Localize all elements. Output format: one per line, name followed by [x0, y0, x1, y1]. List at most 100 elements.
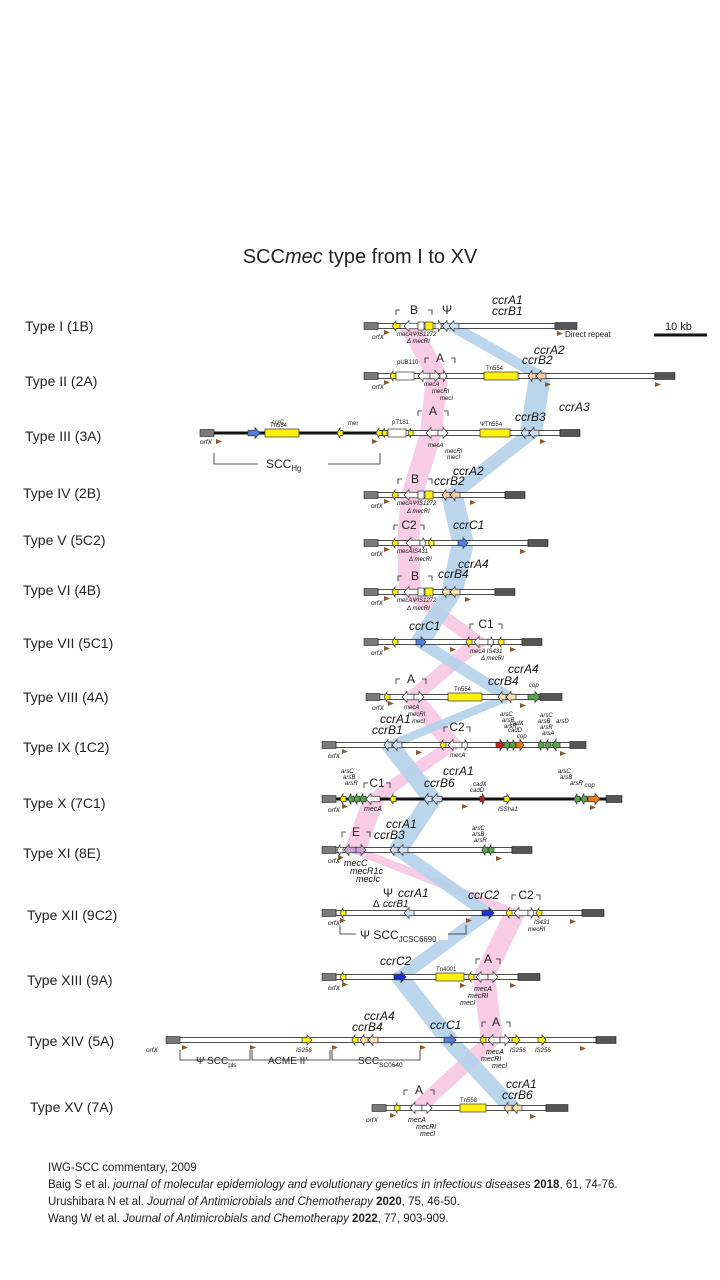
mec-class-6-bracket	[397, 575, 433, 581]
label-ccrb3-3: ccrB3	[515, 410, 546, 424]
ccrb4-14	[359, 1033, 369, 1047]
orfx-13	[321, 973, 337, 981]
orfx-9	[321, 741, 337, 749]
dr-12a	[340, 918, 346, 923]
label-tn554-2: Tn554	[486, 366, 504, 372]
label-ccrb4-8: ccrB4	[488, 674, 519, 688]
type-label-7: Type VII (5C1)	[23, 635, 113, 651]
label-orfx-1: orfX	[372, 334, 385, 341]
label-ccrb2-2: ccrB2	[522, 353, 553, 367]
ref-3-journal: Journal of Antimicrobials and Chemothera…	[147, 1196, 373, 1208]
mecr1-15	[421, 1101, 433, 1115]
ccrb1-12	[403, 906, 415, 920]
label-orfx-14: orfX	[146, 1047, 159, 1054]
ars-11a	[481, 844, 489, 856]
label-arsc-10b: arsC	[558, 769, 571, 775]
is431-5b	[427, 536, 435, 550]
label-ccrc1-14: ccrC1	[430, 1018, 461, 1032]
tn558-15	[459, 1103, 487, 1113]
label-meca-1: mecAΨIS1272	[397, 332, 437, 338]
tn554-2	[483, 371, 519, 381]
orfx-8	[365, 693, 381, 701]
meca-6	[403, 585, 419, 599]
label-ccra1-15: ccrA1	[506, 1077, 537, 1091]
label-ccrc2-12: ccrC2	[468, 888, 500, 902]
mec-class-9-bracket	[443, 726, 471, 732]
is1272-1	[424, 321, 434, 331]
is256-14c	[537, 1034, 547, 1046]
ref-3-plain: Urushibara N et al.	[48, 1196, 148, 1208]
acme-bracket	[251, 1050, 331, 1061]
dr-13b	[460, 983, 466, 988]
ref-3-year: 2020	[372, 1196, 402, 1208]
ccrb3-3	[520, 426, 530, 440]
dr-5b	[520, 549, 526, 554]
orfx-3	[199, 429, 215, 437]
mec-class-2-letter: A	[436, 351, 444, 365]
label-dmecri-7: Δ mecRI	[480, 656, 504, 662]
mec-class-3-bracket	[417, 410, 449, 416]
label-orfx-6: orfX	[371, 600, 384, 607]
label-arsc-11: arsC	[472, 826, 485, 832]
psiscc-12-mask	[356, 927, 448, 940]
label-dmecri-4: Δ mecRI	[406, 509, 430, 515]
label-orfx-12: orfX	[328, 920, 341, 927]
dr-7b	[450, 647, 456, 652]
track-type-5	[377, 540, 529, 546]
title-italic: mec	[284, 246, 323, 268]
type-label-13: Type XIII (9A)	[27, 972, 113, 988]
mec-class-11-letter: E	[352, 825, 360, 839]
type-label-10: Type X (7C1)	[23, 795, 105, 811]
is431-4	[391, 488, 399, 502]
cop-9	[515, 738, 525, 752]
psisccpls-bracket	[179, 1050, 251, 1061]
mec-class-15-bracket	[403, 1089, 435, 1095]
type-label-4: Type IV (2B)	[23, 485, 101, 501]
label-ccrb6-10: ccrB6	[424, 776, 455, 790]
label-ccrb2-4: ccrB2	[434, 474, 465, 488]
ccrc1-5	[457, 536, 469, 550]
ccra4-8	[505, 690, 517, 704]
ccrb6-10	[423, 792, 433, 806]
ars-9a	[509, 739, 517, 751]
diagram-title: SCCmec type from I to XV	[0, 246, 720, 269]
label-ccrb4-6: ccrB4	[438, 567, 469, 581]
psi-1: Ψ	[442, 303, 452, 317]
label-arsr-10: arsR	[345, 781, 358, 787]
pt181-3	[387, 428, 407, 438]
mecr1-3	[437, 426, 449, 440]
label-meci-13: mecI	[460, 1000, 475, 1007]
is256-14a	[301, 1034, 313, 1046]
tn4001-13	[435, 972, 465, 982]
ref-2-journal: journal of molecular epidemiology and ev…	[113, 1179, 531, 1191]
genes	[165, 319, 676, 1119]
is431-3c	[381, 427, 388, 439]
label-tn558-15: Tn558	[460, 1098, 478, 1104]
type-label-12: Type XII (9C2)	[27, 907, 117, 923]
end-9	[569, 741, 587, 749]
label-mecri-8: mecRI	[408, 712, 426, 718]
label-arsb-10: arsB	[343, 775, 355, 781]
label-orfx-13: orfX	[328, 985, 341, 992]
mecc-11	[343, 843, 357, 857]
label-ccrc-3: ccrC	[272, 420, 285, 426]
mec-class-10-bracket	[363, 782, 391, 788]
label-ccra1-10: ccrA1	[443, 764, 474, 778]
dr-10a	[342, 804, 348, 809]
issha1-10	[503, 792, 511, 806]
is431-13a	[339, 970, 347, 984]
label-cop-8: cop	[529, 683, 539, 689]
label-ccrc1-7: ccrC1	[409, 619, 440, 633]
meca-15	[409, 1101, 423, 1115]
label-ccrb3-11: ccrB3	[374, 828, 405, 842]
dr-11a	[338, 855, 344, 860]
dr-5a	[384, 547, 390, 552]
ars-10d	[573, 793, 581, 805]
label-meca-5: mecAIS431	[397, 549, 428, 555]
dr-8a	[388, 701, 394, 706]
label-acme: ACME II'	[268, 1056, 307, 1067]
label-arsb-9: arsB	[502, 718, 514, 724]
ref-3-tail: , 75, 46-50.	[401, 1196, 460, 1208]
dr-13a	[342, 982, 348, 987]
ref-2-tail: , 61, 74-76.	[559, 1179, 618, 1191]
